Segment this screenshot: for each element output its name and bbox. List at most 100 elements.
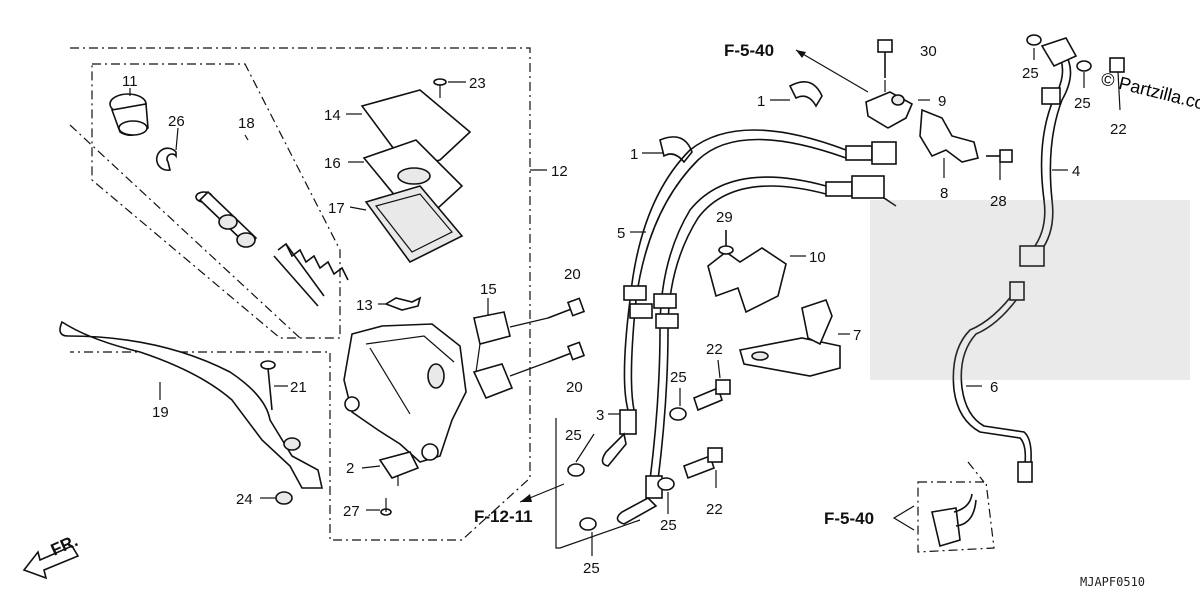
reference-labels: F-5-40 F-5-40 F-12-11 [474, 41, 874, 528]
pipe-part-6 [952, 289, 1027, 473]
callout-4[interactable]: 4 [1072, 163, 1080, 180]
callout-9[interactable]: 9 [938, 93, 946, 110]
callout-26[interactable]: 26 [168, 113, 185, 130]
callout-1-lower[interactable]: 1 [630, 146, 638, 163]
pipe-part-6-edge [960, 291, 1032, 473]
washer-part-25-f [1076, 60, 1092, 72]
callout-3[interactable]: 3 [596, 407, 604, 424]
leader-20b [509, 361, 549, 377]
hose-part-5-a [623, 129, 847, 411]
callout-13[interactable]: 13 [356, 297, 373, 314]
callout-22-c[interactable]: 22 [1110, 121, 1127, 138]
leader-18 [244, 134, 249, 141]
callout-25-a[interactable]: 25 [670, 369, 687, 386]
pipe-part-6-nut-top [1009, 281, 1025, 301]
callout-2[interactable]: 2 [346, 460, 354, 477]
callout-25-b[interactable]: 25 [565, 427, 582, 444]
washer-part-25-a [669, 407, 687, 421]
grommet-left-lower [629, 303, 653, 319]
bracket-part-7 [738, 298, 841, 377]
hose-group-bracket [555, 418, 641, 549]
callout-29[interactable]: 29 [716, 209, 733, 226]
hose-group [519, 39, 1013, 556]
ref-f540-bottom[interactable]: F-5-40 [824, 509, 874, 528]
pivot-bolt-part-21 [260, 360, 276, 411]
washer-part-25-e [1026, 34, 1042, 46]
grommet-right-lower [655, 313, 679, 329]
ref-f540-top[interactable]: F-5-40 [724, 41, 774, 60]
piston-part [195, 190, 258, 248]
callout-16[interactable]: 16 [324, 155, 341, 172]
grommet-left-upper [623, 285, 647, 301]
caliper-inset-link [967, 461, 985, 483]
callout-19[interactable]: 19 [152, 404, 169, 421]
circlip-part-26 [155, 147, 177, 172]
callout-11[interactable]: 11 [122, 73, 138, 90]
hose-fitting-upper [845, 145, 873, 161]
joint-part-9 [865, 91, 914, 129]
callout-12[interactable]: 12 [551, 163, 568, 180]
ref-f540-bottom-bracket [892, 505, 915, 531]
callout-20-lower[interactable]: 20 [566, 379, 583, 396]
callout-25-f[interactable]: 25 [1074, 95, 1091, 112]
group-diagonal [69, 124, 301, 339]
callout-10[interactable]: 10 [809, 249, 826, 266]
callout-25-e[interactable]: 25 [1022, 65, 1039, 82]
washer-part-25-b [567, 463, 585, 477]
leader-17 [349, 206, 367, 211]
callout-6[interactable]: 6 [990, 379, 998, 396]
callout-5[interactable]: 5 [617, 225, 625, 242]
leader-20a [509, 317, 549, 328]
callout-30[interactable]: 30 [920, 43, 937, 60]
front-direction-arrow [22, 544, 80, 580]
boot-part-11 [109, 93, 149, 136]
bolt-part-20-lower [547, 341, 586, 363]
hose-part-4 [1031, 49, 1064, 251]
caliper-inset-border [917, 481, 995, 553]
callout-7[interactable]: 7 [853, 327, 861, 344]
callout-1-upper[interactable]: 1 [757, 93, 765, 110]
callout-18[interactable]: 18 [238, 115, 255, 132]
leader-25b [575, 433, 595, 463]
banjo-end-left [601, 432, 627, 467]
caliper-inset-part [931, 493, 977, 548]
bolt-part-29 [718, 230, 734, 255]
callout-15[interactable]: 15 [480, 281, 497, 298]
callout-25-c[interactable]: 25 [660, 517, 677, 534]
callout-20-upper[interactable]: 20 [564, 266, 581, 283]
diagram-code: MJAPF0510 [1080, 575, 1145, 589]
ref-f540-top-arrowhead [796, 50, 806, 58]
spring-part [273, 242, 349, 307]
hose-clip-part-1-upper [788, 80, 823, 108]
banjo-end-right [616, 497, 658, 525]
callout-23[interactable]: 23 [469, 75, 486, 92]
nut-part-24 [275, 491, 293, 505]
watermark-pattern [870, 200, 1190, 380]
callout-22-b[interactable]: 22 [706, 501, 723, 518]
banjo-bolt-part-22-b [682, 447, 723, 480]
bolt-part-28 [986, 149, 1013, 163]
callout-27[interactable]: 27 [343, 503, 360, 520]
callout-25-d[interactable]: 25 [583, 560, 600, 577]
bracket-part-10 [707, 247, 787, 314]
ref-f1211[interactable]: F-12-11 [474, 507, 533, 526]
callout-labels: 11 26 18 23 14 16 17 12 13 15 20 20 21 1… [122, 43, 1127, 577]
grommet-right-upper [653, 293, 677, 309]
watermark-text: © Partzilla.com [1099, 68, 1200, 117]
group-12-border [70, 47, 531, 541]
banjo-bolt-part-22-c [1109, 57, 1125, 73]
screw-part-23 [433, 78, 447, 98]
callout-8[interactable]: 8 [940, 185, 948, 202]
master-cylinder-body [343, 323, 467, 463]
callout-21[interactable]: 21 [290, 379, 307, 396]
callout-14[interactable]: 14 [324, 107, 341, 124]
master-cylinder-group [59, 47, 586, 541]
callout-28[interactable]: 28 [990, 193, 1007, 210]
pipe-part-6-nut-bottom [1017, 461, 1033, 483]
washer-part-25-c [657, 477, 675, 491]
callout-24[interactable]: 24 [236, 491, 253, 508]
hose-joint-upper [871, 141, 897, 165]
callout-22-a[interactable]: 22 [706, 341, 723, 358]
callout-17[interactable]: 17 [328, 200, 345, 217]
